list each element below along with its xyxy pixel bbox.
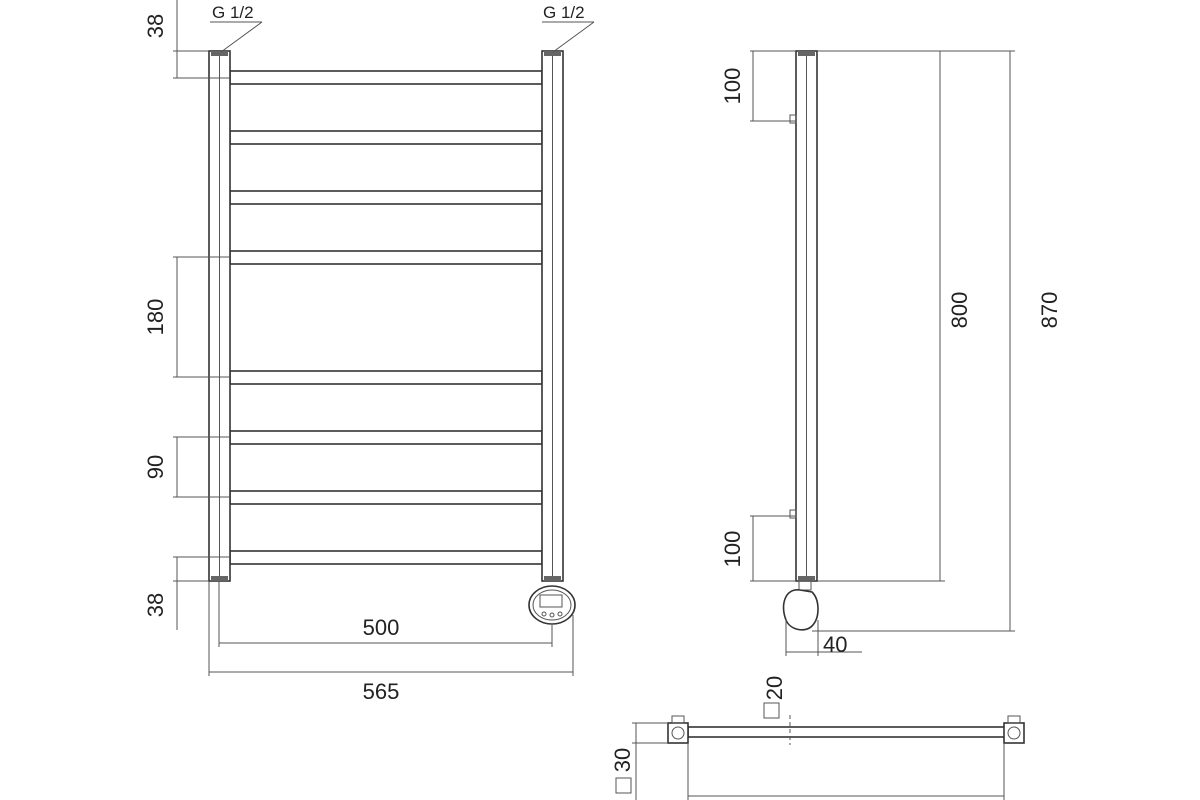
side-view: 100 100 800 870 40	[720, 50, 1062, 657]
dim-100-bottom: 100	[720, 515, 796, 582]
front-view: G 1/2 G 1/2 38 180 90	[143, 0, 595, 704]
svg-text:38: 38	[143, 593, 168, 617]
svg-text:565: 565	[363, 679, 400, 704]
dim-870: 870	[812, 50, 1062, 632]
dim-20-square: 20	[762, 676, 787, 719]
rung-3	[229, 190, 543, 205]
thermostat-controller	[528, 585, 576, 625]
dim-565: 565	[208, 581, 574, 704]
left-cap-bottom	[211, 576, 228, 581]
thread-label-left: G 1/2	[212, 3, 254, 22]
wall-bracket-bottom	[789, 509, 797, 519]
svg-text:180: 180	[143, 299, 168, 336]
top-view: 20 30	[610, 676, 1025, 800]
rung-8	[229, 550, 543, 565]
wall-bracket-top	[789, 114, 797, 124]
dim-90: 90	[143, 436, 230, 498]
rung-5	[229, 370, 543, 385]
dim-30: 30	[610, 722, 668, 800]
square-section-icon	[763, 702, 780, 719]
square-section-icon-30	[615, 777, 632, 794]
svg-text:870: 870	[1037, 292, 1062, 329]
rung-7	[229, 490, 543, 505]
dim-40: 40	[785, 620, 862, 657]
dim-500: 500	[218, 581, 553, 647]
top-fitting-right	[1003, 715, 1025, 744]
rungs	[229, 70, 543, 565]
heater-housing	[782, 580, 819, 631]
dim-100-top: 100	[720, 50, 796, 122]
thread-label-right: G 1/2	[543, 3, 585, 22]
top-fitting-left	[667, 715, 689, 744]
right-cap-bottom	[544, 576, 561, 581]
dim-180: 180	[143, 256, 230, 378]
dim-38-bottom: 38	[143, 556, 230, 630]
rung-6	[229, 430, 543, 445]
svg-text:500: 500	[363, 615, 400, 640]
rung-4	[229, 250, 543, 265]
dim-38-top: 38	[143, 0, 230, 79]
left-cap-top	[211, 51, 228, 56]
svg-text:40: 40	[823, 632, 847, 657]
svg-text:90: 90	[143, 455, 168, 479]
svg-text:20: 20	[762, 676, 787, 700]
thread-callout-left: G 1/2	[210, 3, 263, 53]
svg-text:100: 100	[720, 531, 745, 568]
dim-800: 800	[817, 50, 972, 582]
svg-text:30: 30	[610, 748, 635, 772]
svg-text:800: 800	[947, 292, 972, 329]
right-cap-top	[544, 51, 561, 56]
thread-callout-right: G 1/2	[542, 3, 595, 53]
rung-1	[229, 70, 543, 85]
rung-2	[229, 130, 543, 145]
svg-text:100: 100	[720, 68, 745, 105]
top-rung	[687, 726, 1007, 738]
svg-text:38: 38	[143, 14, 168, 38]
